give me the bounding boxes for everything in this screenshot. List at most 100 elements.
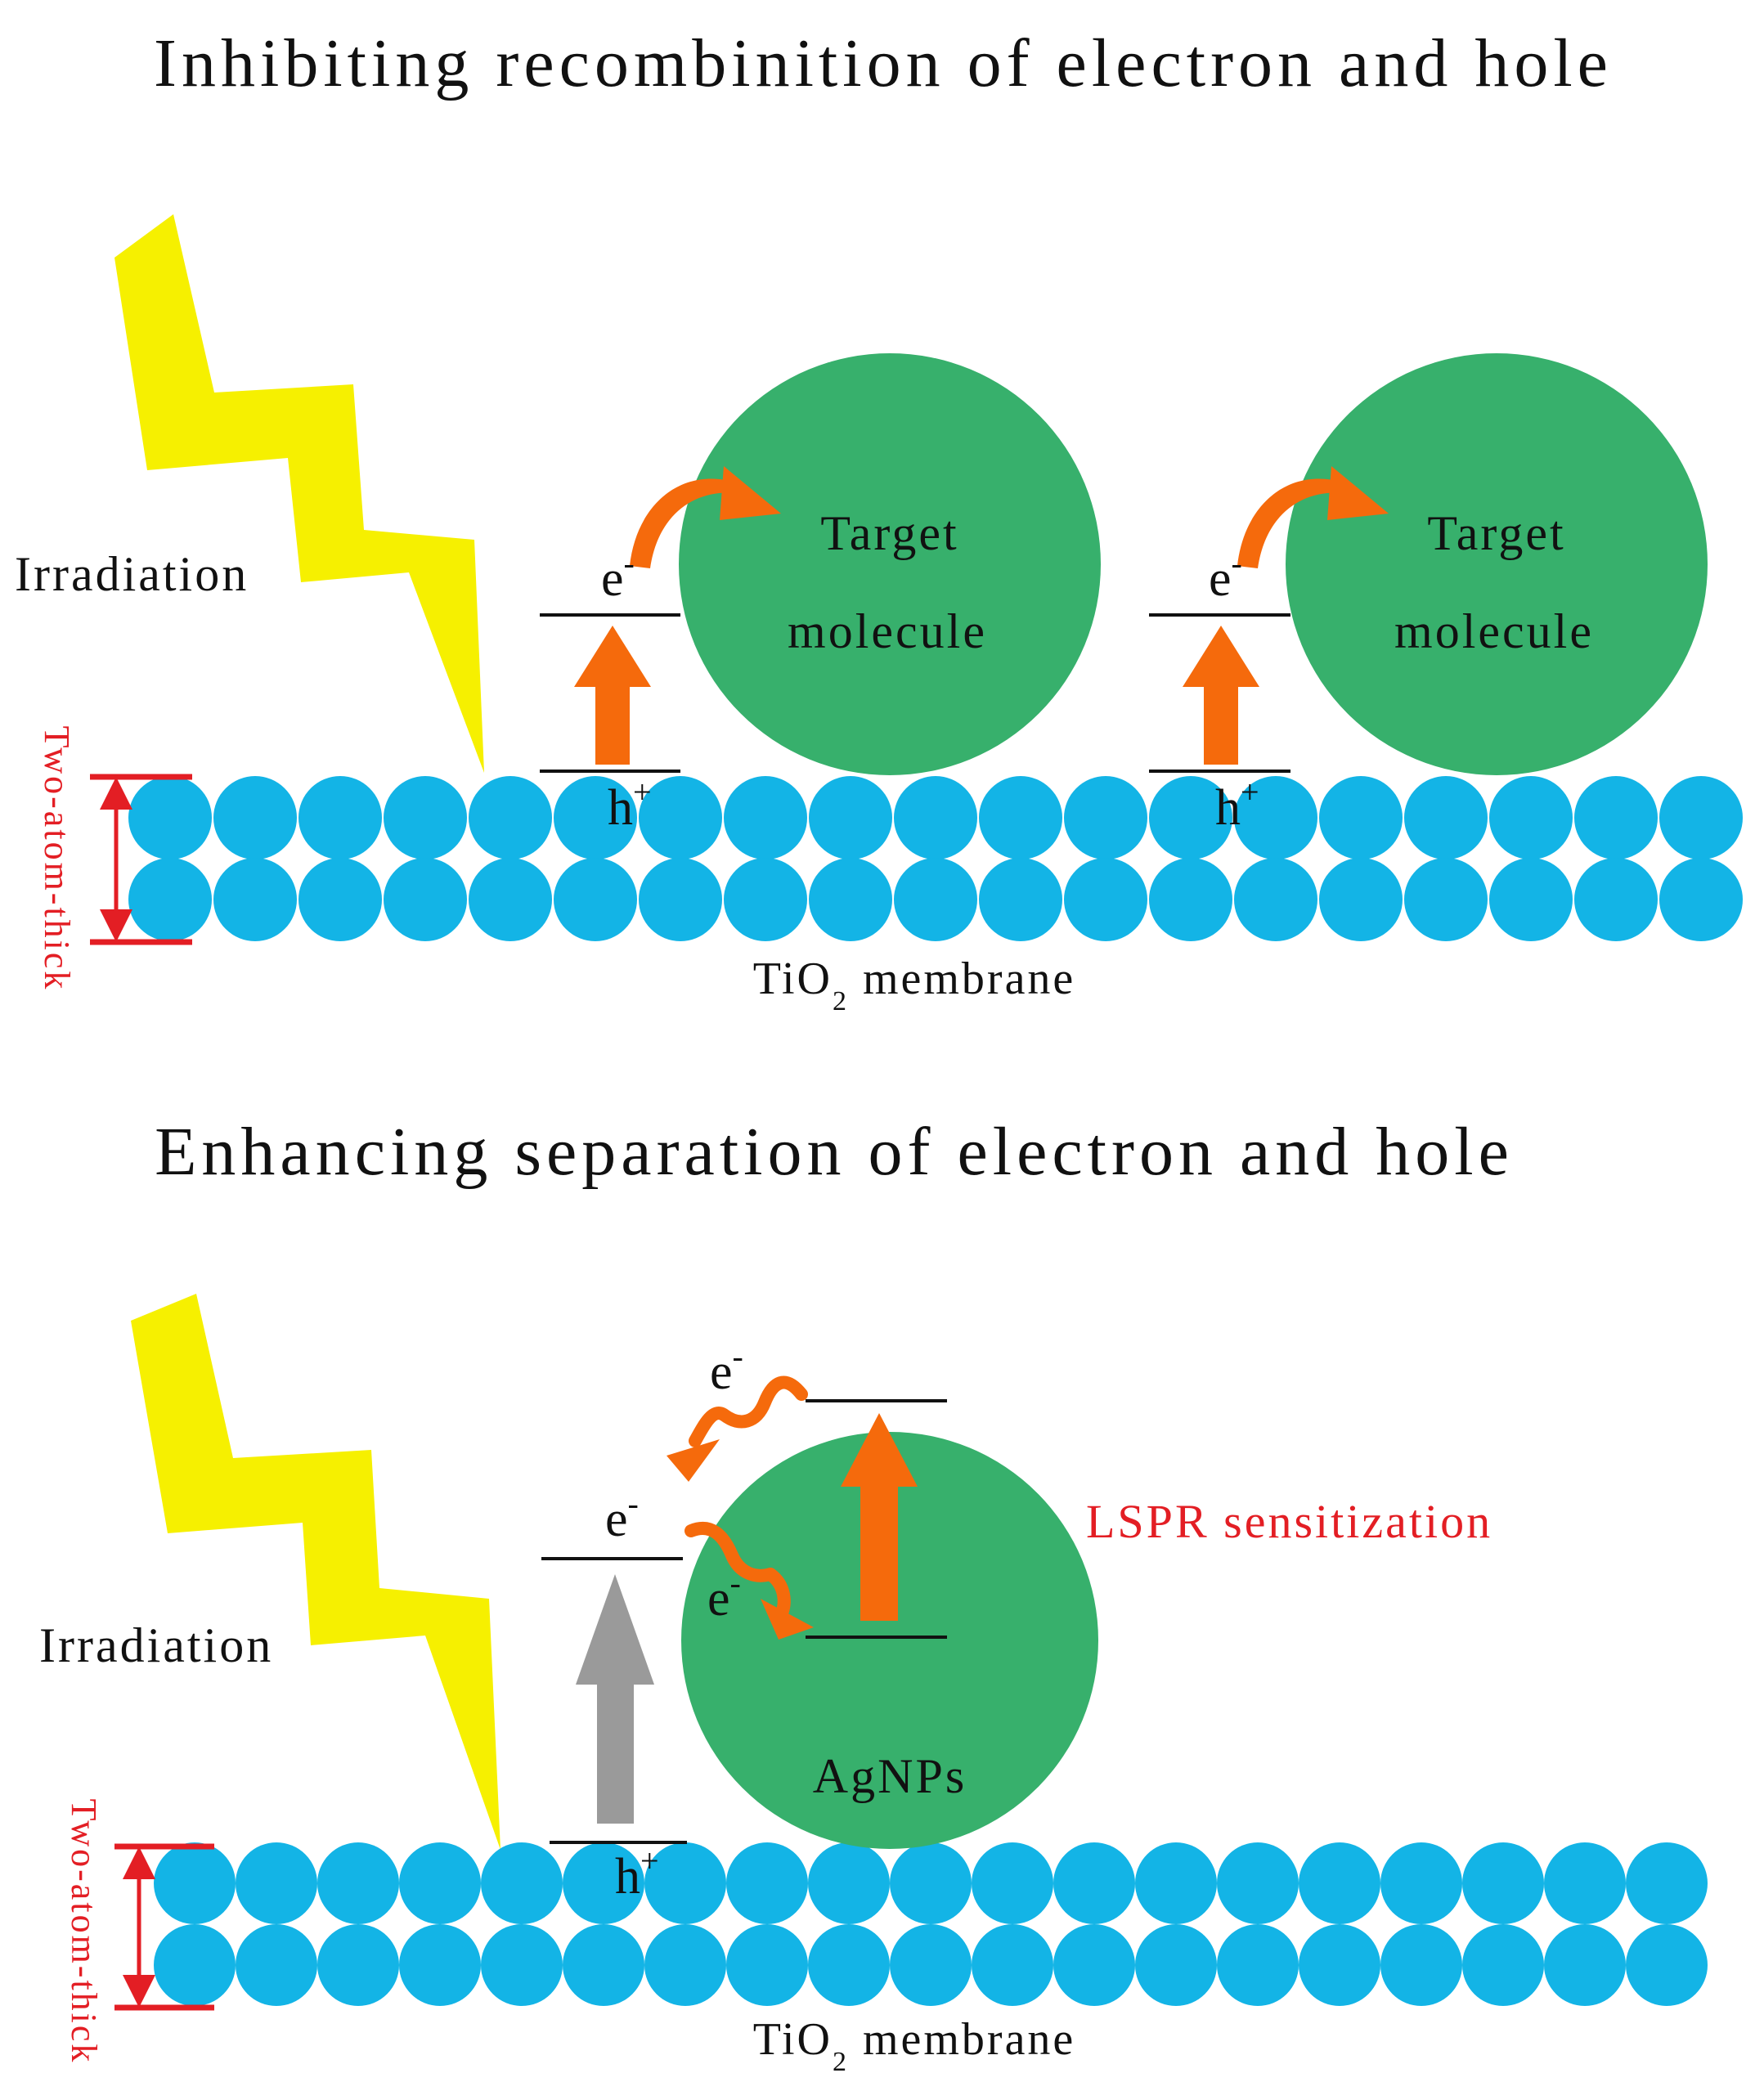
tio2-atom bbox=[554, 776, 637, 859]
top-hole-label-1: h+ bbox=[608, 774, 652, 836]
tio2-atom bbox=[317, 1924, 399, 2006]
tio2-atom bbox=[809, 858, 892, 941]
top-transfer-arrow-2 bbox=[1237, 466, 1389, 568]
bottom-wavy-transfer-arrow-lower bbox=[685, 1522, 814, 1640]
tio2-atom bbox=[469, 858, 552, 941]
tio2-atom bbox=[1053, 1842, 1135, 1924]
top-target-label-1-line2: molecule bbox=[788, 604, 987, 658]
tio2-atom bbox=[1626, 1924, 1708, 2006]
tio2-atom bbox=[469, 776, 552, 859]
bottom-irradiation-label: Irradiation bbox=[39, 1618, 273, 1672]
tio2-atom bbox=[563, 1842, 644, 1924]
tio2-atom bbox=[298, 858, 382, 941]
bottom-electron-label-tio2: e- bbox=[605, 1485, 639, 1547]
tio2-atom bbox=[298, 776, 382, 859]
tio2-atom bbox=[1234, 858, 1317, 941]
tio2-atom bbox=[808, 1842, 890, 1924]
tio2-atom bbox=[128, 776, 212, 859]
bottom-electron-label-ag: e- bbox=[707, 1564, 741, 1627]
tio2-atom bbox=[809, 776, 892, 859]
tio2-atom bbox=[979, 858, 1062, 941]
top-target-molecule-sphere-1 bbox=[679, 353, 1101, 775]
tio2-atom bbox=[808, 1924, 890, 2006]
tio2-atom bbox=[563, 1924, 644, 2006]
tio2-atom bbox=[1574, 776, 1658, 859]
tio2-atom bbox=[236, 1924, 317, 2006]
top-electron-label-2: e- bbox=[1209, 545, 1242, 607]
top-electron-label-1: e- bbox=[601, 545, 635, 607]
tio2-atom bbox=[1149, 776, 1232, 859]
tio2-atom bbox=[890, 1842, 972, 1924]
top-tio2-atom-layer bbox=[128, 776, 1743, 941]
bottom-lspr-label: LSPR sensitization bbox=[1086, 1495, 1492, 1548]
tio2-atom bbox=[1659, 858, 1743, 941]
tio2-atom bbox=[1053, 1924, 1135, 2006]
bottom-title: Enhancing separation of electron and hol… bbox=[155, 1114, 1514, 1190]
tio2-atom bbox=[1489, 776, 1573, 859]
tio2-atom bbox=[1404, 776, 1488, 859]
tio2-atom bbox=[213, 776, 297, 859]
tio2-atom bbox=[1462, 1924, 1544, 2006]
tio2-atom bbox=[128, 858, 212, 941]
tio2-atom bbox=[724, 776, 807, 859]
bottom-thickness-bracket bbox=[114, 1843, 214, 2011]
tio2-atom bbox=[1659, 776, 1743, 859]
tio2-atom bbox=[644, 1924, 726, 2006]
top-excitation-arrow-2 bbox=[1183, 626, 1259, 765]
tio2-atom bbox=[384, 776, 467, 859]
tio2-atom bbox=[1217, 1924, 1299, 2006]
tio2-atom bbox=[1319, 858, 1403, 941]
bottom-lightning-icon bbox=[131, 1294, 500, 1850]
tio2-atom bbox=[639, 776, 722, 859]
tio2-atom bbox=[1319, 776, 1403, 859]
tio2-atom bbox=[384, 858, 467, 941]
tio2-atom bbox=[481, 1924, 563, 2006]
top-hole-label-2: h+ bbox=[1215, 774, 1259, 836]
tio2-atom bbox=[1234, 776, 1317, 859]
bottom-membrane-label: TiO2 membrane bbox=[753, 2014, 1076, 2077]
tio2-atom bbox=[1064, 776, 1147, 859]
tio2-atom bbox=[1626, 1842, 1708, 1924]
top-thickness-bracket bbox=[90, 774, 192, 945]
top-target-label-2-line2: molecule bbox=[1394, 604, 1594, 658]
top-excitation-arrow-1 bbox=[574, 626, 651, 765]
tio2-atom bbox=[890, 1924, 972, 2006]
top-thickness-label: Two-atom-thick bbox=[37, 726, 77, 992]
bottom-electron-label-upper: e- bbox=[710, 1338, 743, 1400]
bottom-excitation-arrow bbox=[576, 1574, 654, 1824]
tio2-atom bbox=[399, 1924, 481, 2006]
tio2-atom bbox=[894, 858, 977, 941]
tio2-atom bbox=[1217, 1842, 1299, 1924]
tio2-atom bbox=[1462, 1842, 1544, 1924]
tio2-atom bbox=[1574, 858, 1658, 941]
tio2-atom bbox=[317, 1842, 399, 1924]
tio2-atom bbox=[644, 1842, 726, 1924]
tio2-atom bbox=[154, 1842, 236, 1924]
tio2-atom bbox=[554, 858, 637, 941]
tio2-atom bbox=[1135, 1924, 1217, 2006]
bottom-agnps-sphere bbox=[681, 1432, 1098, 1849]
tio2-atom bbox=[639, 858, 722, 941]
tio2-atom bbox=[726, 1924, 808, 2006]
tio2-atom bbox=[154, 1924, 236, 2006]
bottom-agnps-label: AgNPs bbox=[813, 1749, 967, 1803]
bottom-lspr-arrow bbox=[841, 1413, 918, 1621]
tio2-atom bbox=[894, 776, 977, 859]
tio2-atom bbox=[399, 1842, 481, 1924]
top-target-label-1-line1: Target bbox=[820, 506, 958, 560]
tio2-atom bbox=[1404, 858, 1488, 941]
tio2-atom bbox=[1380, 1924, 1462, 2006]
tio2-atom bbox=[236, 1842, 317, 1924]
tio2-atom bbox=[213, 858, 297, 941]
tio2-atom bbox=[1544, 1842, 1626, 1924]
top-target-label-2-line1: Target bbox=[1427, 506, 1565, 560]
tio2-atom bbox=[1489, 858, 1573, 941]
top-transfer-arrow-1 bbox=[630, 466, 781, 568]
tio2-atom bbox=[1299, 1842, 1380, 1924]
top-target-molecule-sphere-2 bbox=[1286, 353, 1708, 775]
top-title: Inhibiting recombinition of electron and… bbox=[154, 25, 1613, 101]
tio2-atom bbox=[1064, 858, 1147, 941]
tio2-atom bbox=[1299, 1924, 1380, 2006]
